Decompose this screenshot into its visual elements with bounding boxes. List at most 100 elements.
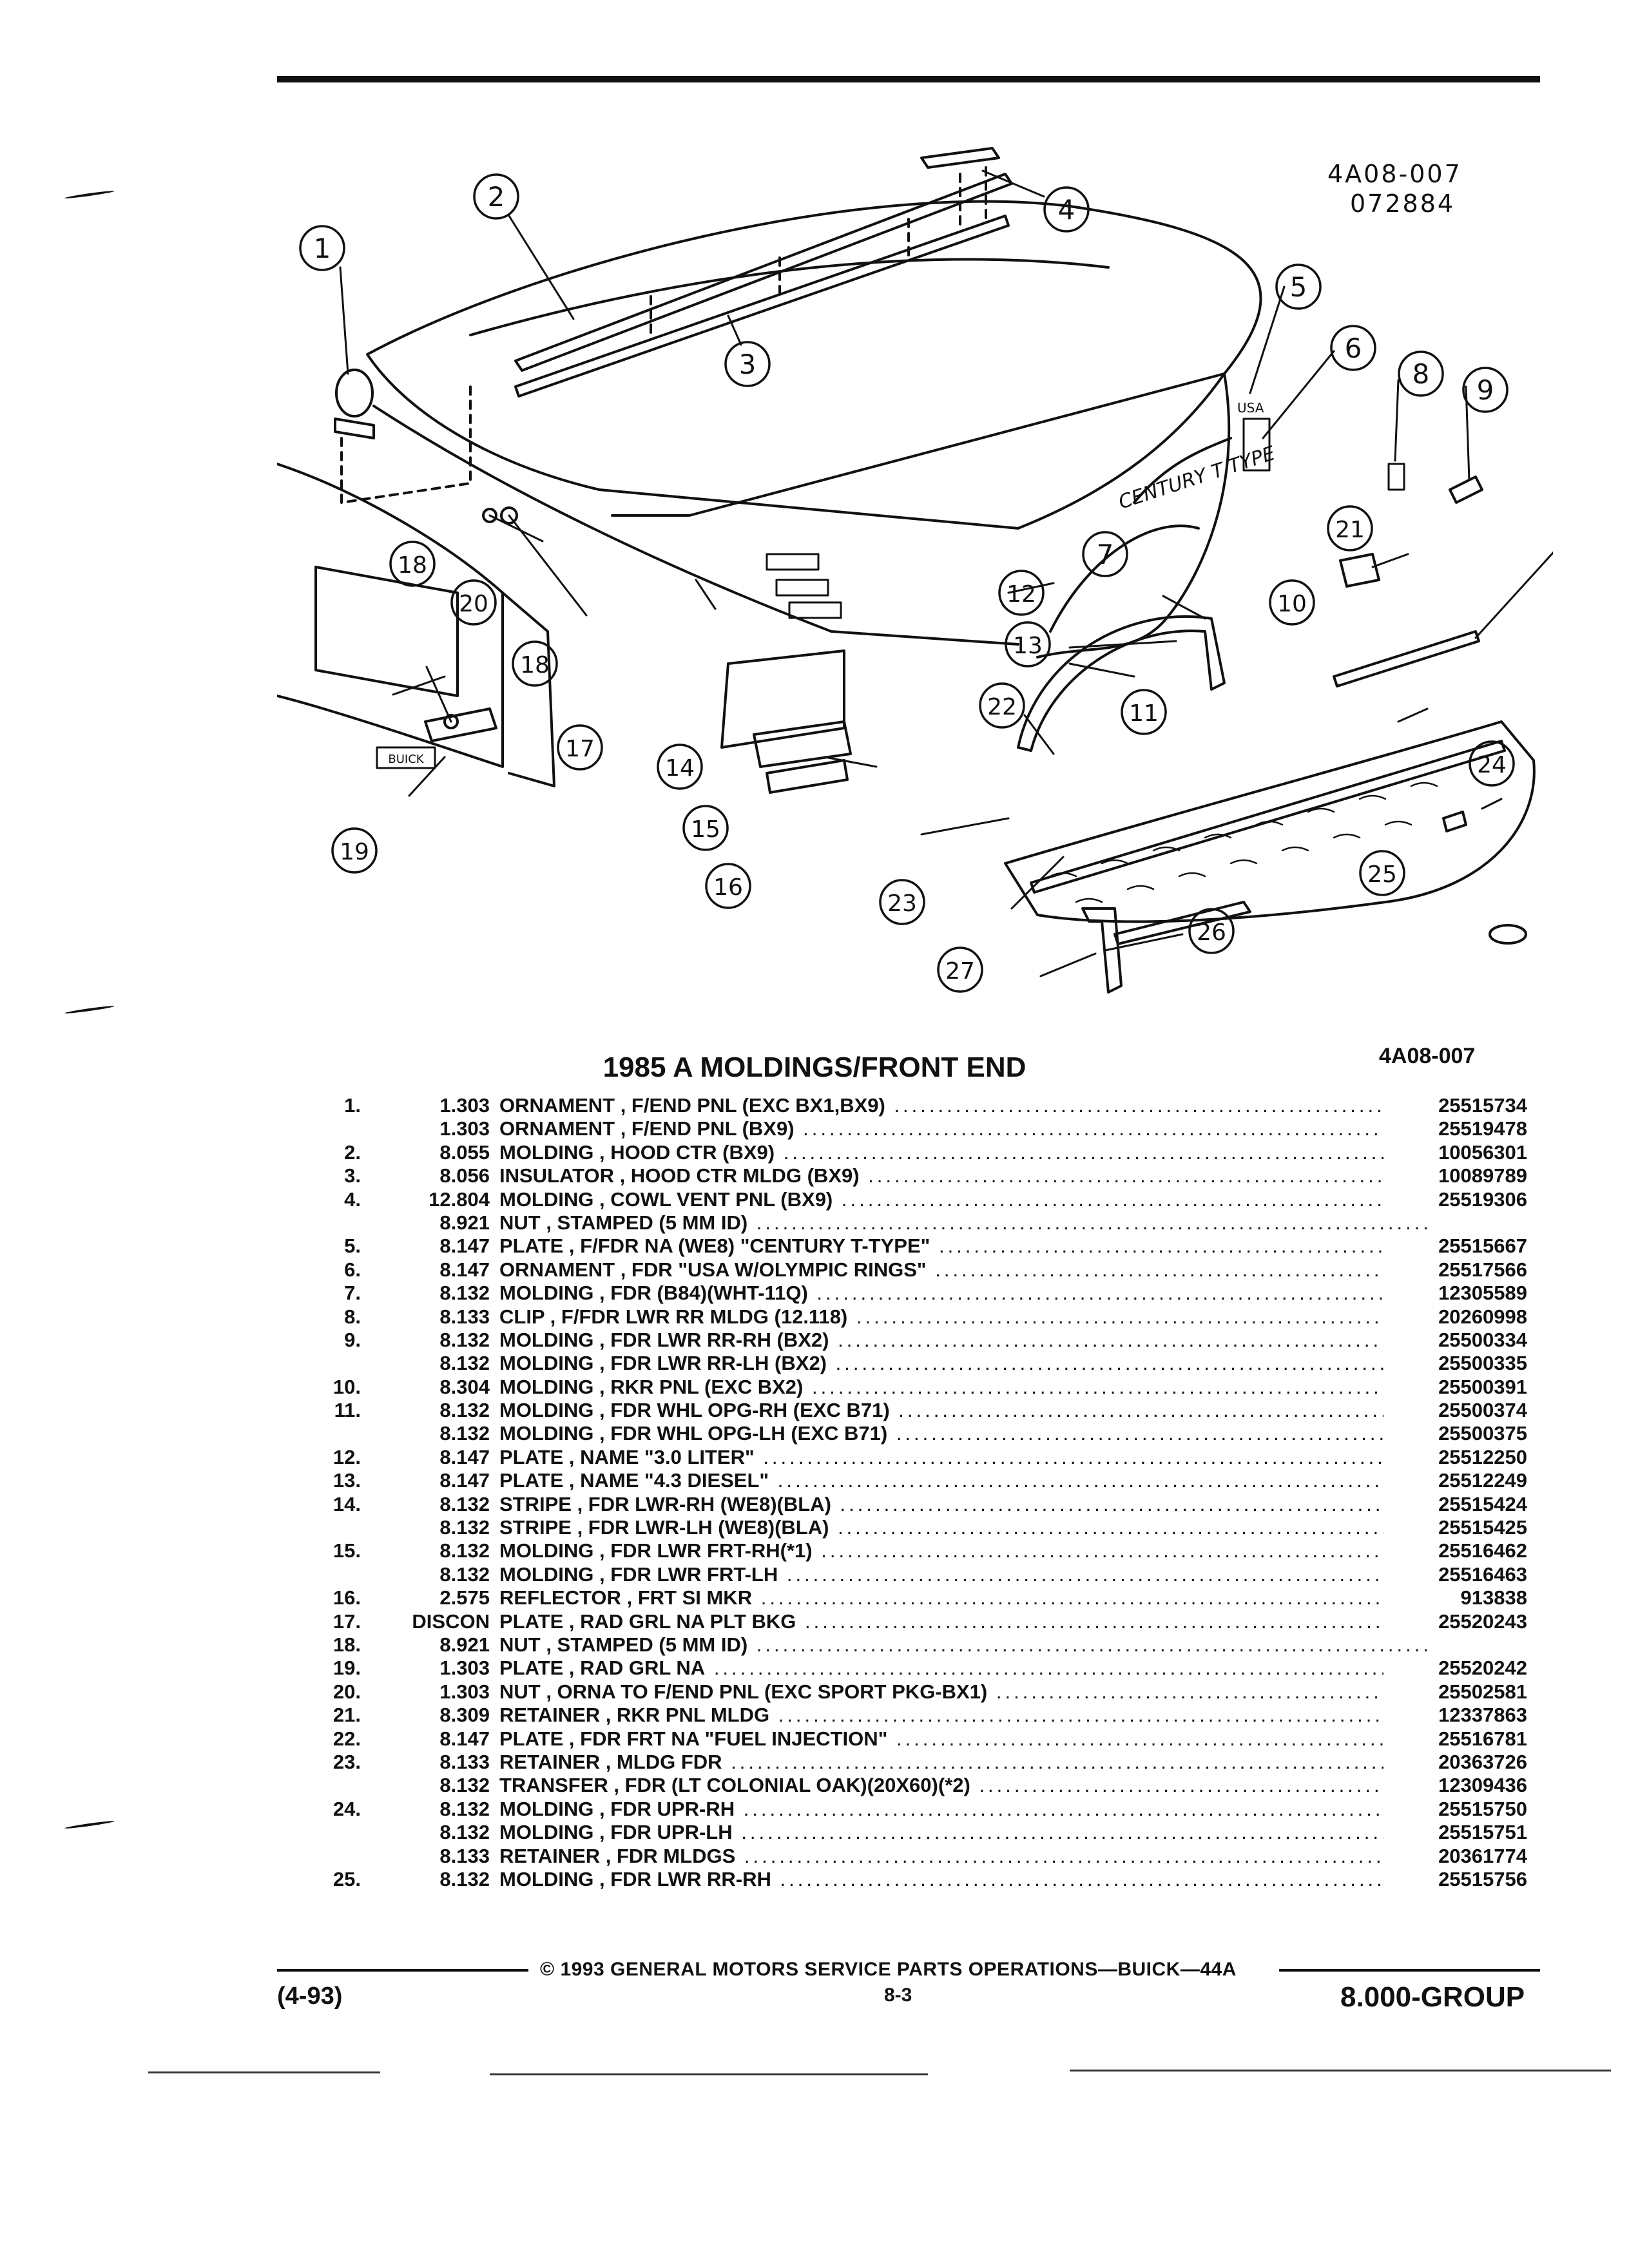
part-group: 8.133 (439, 1844, 490, 1867)
part-number: 10056301 (1383, 1140, 1527, 1164)
svg-text:8: 8 (1412, 358, 1430, 390)
lower-fender (1004, 720, 1536, 923)
callout-8: 8 (1398, 351, 1444, 397)
part-group: 8.133 (439, 1305, 490, 1328)
svg-text:18: 18 (398, 552, 427, 579)
part-number-index: 21. (333, 1704, 361, 1727)
part-description: NUT , ORNA TO F/END PNL (EXC SPORT PKG-B… (499, 1680, 1427, 1704)
part-number: 25515424 (1383, 1492, 1527, 1516)
callout-5: 5 (1275, 264, 1322, 310)
callout-4: 4 (1043, 186, 1090, 233)
callout-18b: 18 (512, 640, 558, 687)
part-description: NUT , STAMPED (5 MM ID) (499, 1633, 1427, 1657)
part-number-index: 12. (333, 1445, 361, 1468)
ornament-dash (340, 385, 472, 504)
part-number-index: 2. (344, 1140, 361, 1164)
part-number-index: 19. (333, 1657, 361, 1680)
part-description: REFLECTOR , FRT SI MKR (499, 1586, 1427, 1610)
part-description: PLATE , NAME "4.3 DIESEL" (499, 1469, 1427, 1492)
hood-outline (366, 200, 1262, 530)
callout-1: 1 (299, 225, 345, 271)
part-number: 25515667 (1383, 1235, 1527, 1258)
nut (443, 714, 459, 729)
part-row: 8.921 NUT , STAMPED (5 MM ID) (303, 1211, 1527, 1235)
part-number: 25500374 (1383, 1399, 1527, 1423)
svg-text:24: 24 (1477, 752, 1507, 778)
part-number: 25515425 (1383, 1516, 1527, 1540)
buick-plate-text: BUICK (388, 753, 424, 766)
headlamp (314, 566, 459, 697)
part-group: 8.132 (439, 1821, 490, 1844)
callout-9: 9 (1462, 367, 1509, 413)
part-group: 8.147 (439, 1258, 490, 1281)
callout-20: 20 (450, 579, 497, 626)
svg-text:13: 13 (1013, 633, 1043, 659)
reflector (753, 720, 852, 768)
part-description: MOLDING , FDR LWR RR-RH (BX2) (499, 1329, 1427, 1352)
part-group: 8.147 (439, 1469, 490, 1492)
part-group: 8.132 (439, 1867, 490, 1890)
part-number-index: 22. (333, 1727, 361, 1750)
part-description: RETAINER , RKR PNL MLDG (499, 1704, 1427, 1727)
binder-mark (64, 1820, 115, 1830)
callout-23: 23 (879, 879, 925, 925)
part-number-index: 5. (344, 1235, 361, 1258)
part-number: 25516463 (1383, 1562, 1527, 1586)
part-number-index: 10. (333, 1375, 361, 1398)
part-group: 8.056 (439, 1164, 490, 1187)
diagram-code: 4A08-007 (1379, 1044, 1476, 1068)
svg-text:19: 19 (340, 839, 369, 865)
svg-text:18: 18 (520, 652, 550, 678)
part-description: NUT , STAMPED (5 MM ID) (499, 1211, 1427, 1235)
top-rule (277, 76, 1540, 82)
part-description: MOLDING , HOOD CTR (BX9) (499, 1141, 1427, 1164)
part-description: MOLDING , FDR LWR RR-LH (BX2) (499, 1352, 1427, 1375)
part-description: MOLDING , COWL VENT PNL (BX9) (499, 1188, 1427, 1211)
part-group: 8.921 (439, 1211, 490, 1234)
svg-text:5: 5 (1290, 271, 1307, 303)
part-group: 8.132 (439, 1328, 490, 1351)
part-number: 25515734 (1383, 1094, 1527, 1117)
part-description: CLIP , F/FDR LWR RR MLDG (12.118) (499, 1305, 1427, 1329)
part-number: 25520242 (1383, 1657, 1527, 1680)
part-description: PLATE , RAD GRL NA (499, 1657, 1427, 1680)
nut (482, 508, 497, 523)
part-description: INSULATOR , HOOD CTR MLDG (BX9) (499, 1164, 1427, 1187)
part-number: 25500335 (1383, 1352, 1527, 1376)
part-number: 12337863 (1383, 1704, 1527, 1727)
part-number: 25512250 (1383, 1445, 1527, 1469)
cowl-vent-molding (920, 147, 1000, 169)
part-group: 1.303 (439, 1680, 490, 1703)
part-description: STRIPE , FDR LWR-LH (WE8)(BLA) (499, 1516, 1427, 1539)
reflector-lens (766, 759, 849, 794)
part-number-index: 17. (333, 1610, 361, 1633)
part-number: 10089789 (1383, 1164, 1527, 1188)
svg-text:7: 7 (1097, 539, 1114, 570)
plate-bracket (424, 707, 497, 742)
part-description: STRIPE , FDR LWR-RH (WE8)(BLA) (499, 1493, 1427, 1516)
hood-front-edge (372, 405, 1019, 646)
part-number: 12305589 (1383, 1282, 1527, 1305)
usa-badge (1242, 418, 1271, 472)
part-description: ORNAMENT , F/END PNL (EXC BX1,BX9) (499, 1094, 1427, 1117)
part-group: 8.132 (439, 1399, 490, 1422)
svg-text:4: 4 (1058, 194, 1075, 226)
usa-badge-text: USA (1237, 400, 1264, 416)
part-group: 12.804 (429, 1187, 490, 1211)
part-description: MOLDING , FDR WHL OPG-LH (EXC B71) (499, 1422, 1427, 1445)
leader-lines (339, 169, 1553, 977)
part-number: 25515750 (1383, 1797, 1527, 1821)
part-number: 20363726 (1383, 1750, 1527, 1774)
